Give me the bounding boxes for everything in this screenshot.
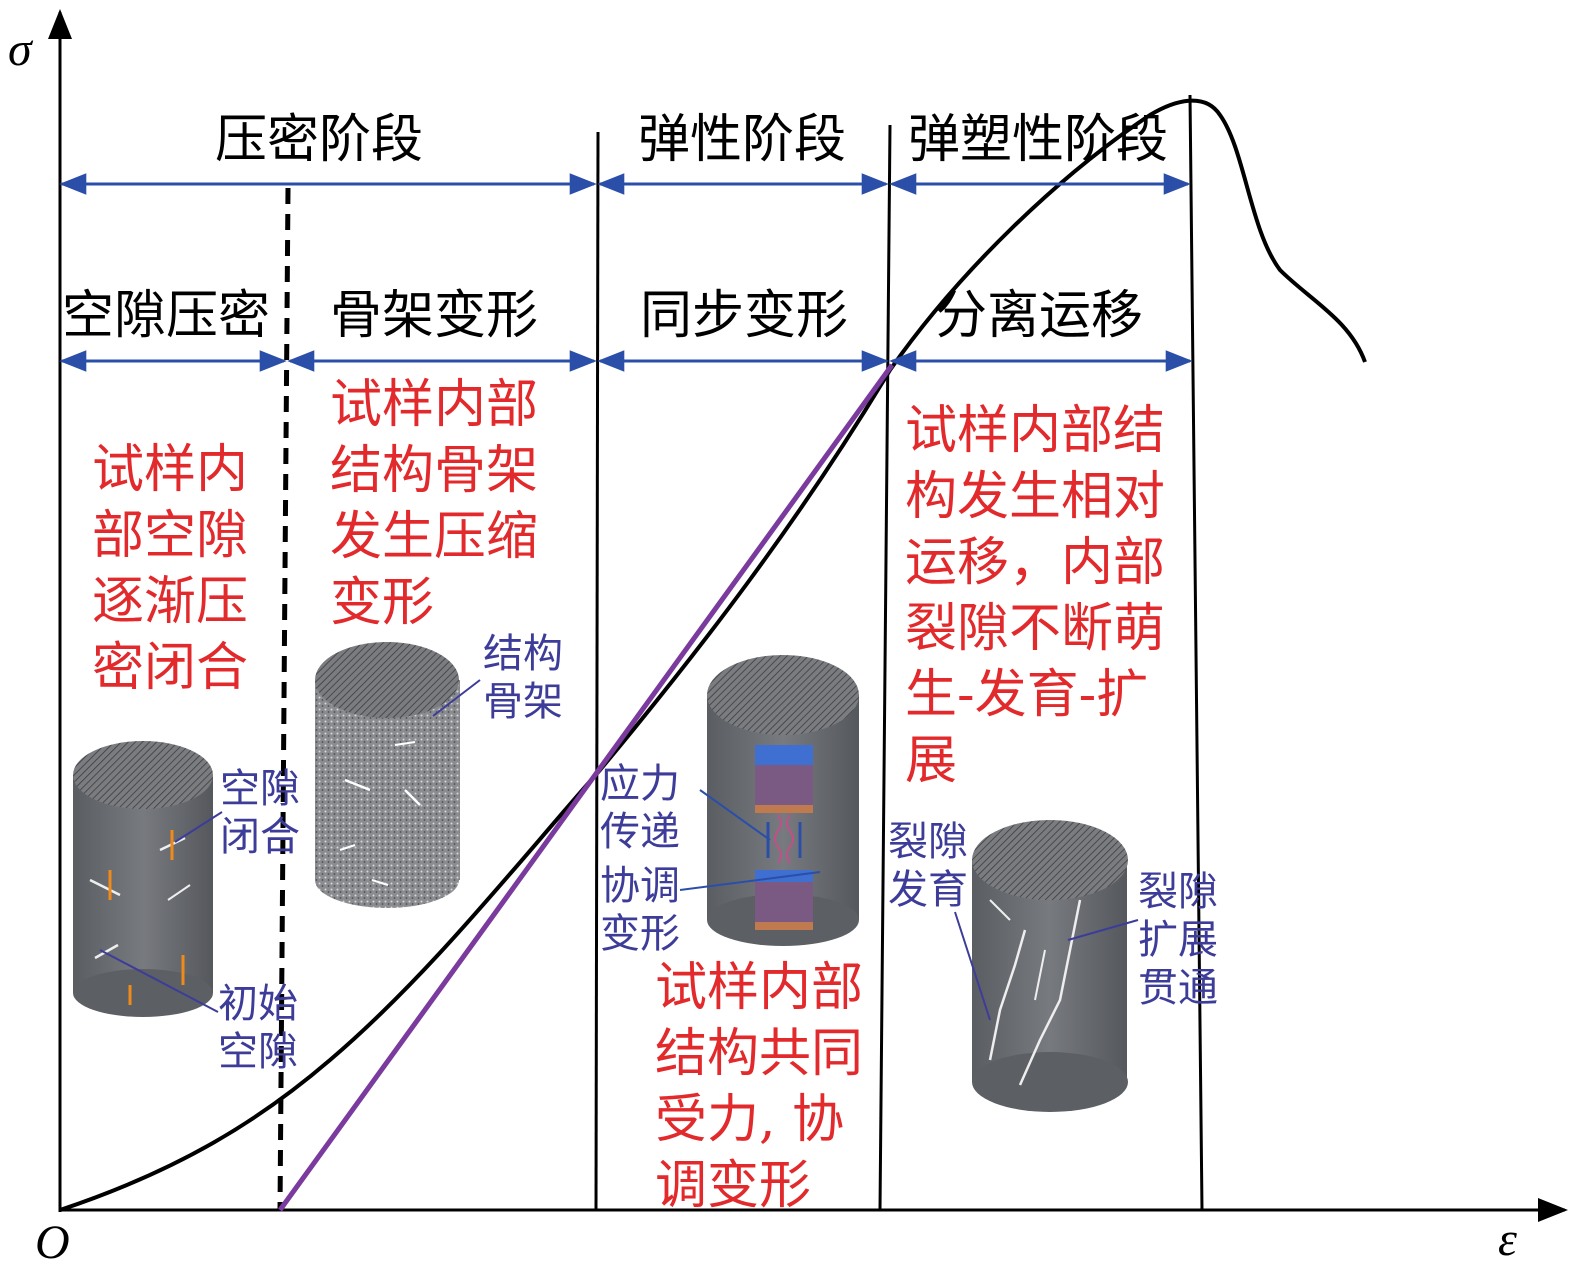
description-line: 运移，内部	[905, 533, 1166, 593]
callout-line: 扩展	[1138, 917, 1218, 963]
callout-line: 发育	[888, 867, 968, 913]
description-line: 发生压缩	[330, 507, 539, 567]
description-void: 试样内 部空隙 逐渐压 密闭合	[92, 437, 248, 701]
description-line: 试样内部	[330, 375, 539, 435]
description-line: 生-发育-扩	[905, 665, 1149, 725]
callout-line: 空隙	[218, 1029, 298, 1075]
callout-line: 裂隙	[888, 819, 968, 865]
y-axis-label: σ	[8, 23, 32, 76]
description-line: 调变形	[655, 1156, 812, 1216]
description-skeleton: 试样内部 结构骨架 发生压缩 变形	[330, 372, 538, 636]
callout-structure-skeleton: 结构 骨架	[483, 630, 563, 726]
callout-initial-void: 初始 空隙	[218, 980, 298, 1076]
description-line: 试样内部结	[905, 401, 1166, 461]
specimen-void-compaction	[73, 741, 223, 1017]
substage-void-label: 空隙压密	[62, 286, 271, 346]
description-line: 试样内	[92, 440, 249, 500]
callout-void-closure: 空隙 闭合	[220, 765, 300, 861]
callout-line: 空隙	[220, 766, 300, 812]
callout-crack-propagation: 裂隙 扩展 贯通	[1138, 868, 1218, 1012]
stage-elastoplastic-label: 弹塑性阶段	[908, 110, 1169, 170]
boundary-peak	[1188, 94, 1204, 1211]
substage-skeleton-label: 骨架变形	[330, 286, 539, 346]
origin-label: O	[35, 1216, 70, 1269]
description-line: 结构骨架	[330, 441, 539, 501]
description-line: 展	[905, 731, 958, 791]
description-line: 部空隙	[92, 506, 249, 566]
substage-synchronous-label: 同步变形	[640, 286, 849, 346]
stage-compaction-label: 压密阶段	[215, 110, 424, 170]
description-line: 裂隙不断萌	[905, 599, 1166, 659]
callout-line: 传递	[600, 809, 680, 855]
callout-line: 贯通	[1138, 965, 1218, 1011]
boundary-elastic	[594, 131, 600, 1211]
description-separation: 试样内部结 构发生相对 运移，内部 裂隙不断萌 生-发育-扩 展	[905, 398, 1165, 794]
description-line: 构发生相对	[905, 467, 1166, 527]
callout-line: 结构	[483, 631, 563, 677]
description-line: 结构共同	[655, 1024, 864, 1084]
description-synchronous: 试样内部 结构共同 受力, 协 调变形	[655, 955, 863, 1219]
stage-elastic-label: 弹性阶段	[638, 110, 847, 170]
specimen-cracked	[954, 820, 1139, 1112]
callout-coordinated-deformation: 协调 变形	[600, 862, 680, 958]
description-line: 密闭合	[92, 638, 249, 698]
specimen-skeleton	[315, 642, 481, 908]
description-line: 逐渐压	[92, 572, 249, 632]
callout-crack-development: 裂隙 发育	[888, 818, 968, 914]
substage-separation-label: 分离运移	[935, 286, 1144, 346]
callout-line: 协调	[600, 863, 680, 909]
callout-stress-transfer: 应力 传递	[600, 760, 680, 856]
callout-line: 初始	[218, 981, 298, 1027]
description-line: 试样内部	[655, 958, 864, 1018]
description-line: 受力, 协	[655, 1090, 845, 1150]
specimen-synchronous	[679, 655, 859, 946]
callout-line: 骨架	[483, 679, 563, 725]
callout-line: 闭合	[220, 814, 300, 860]
callout-line: 变形	[600, 911, 680, 957]
elastic-linear-segment	[277, 363, 895, 1212]
callout-line: 裂隙	[1138, 869, 1218, 915]
description-line: 变形	[330, 573, 435, 633]
x-axis-label: ε	[1498, 1213, 1517, 1266]
callout-line: 应力	[600, 761, 680, 807]
boundary-elastoplastic	[878, 124, 892, 1211]
